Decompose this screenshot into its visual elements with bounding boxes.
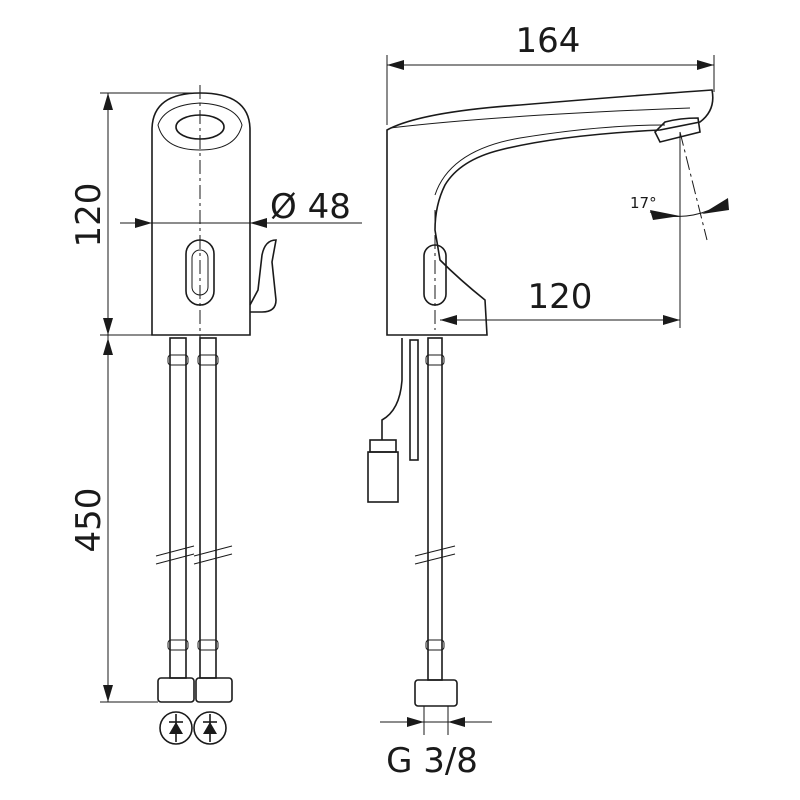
check-valve-icon — [159, 711, 227, 745]
dim-hose-450: 450 — [69, 488, 109, 553]
nut-side — [414, 679, 458, 707]
sensor-cable — [381, 338, 403, 440]
front-view: 120 450 Ø 48 — [69, 85, 362, 745]
spout-outlet — [654, 117, 701, 143]
side-view: 17° 164 120 G 3/8 — [367, 21, 729, 781]
hose-side — [427, 337, 443, 681]
dim-angle-17: 17° — [630, 194, 657, 212]
nut-left — [157, 677, 195, 703]
cable-connector — [367, 451, 399, 503]
dim-diameter-48: Ø 48 — [270, 187, 351, 227]
dim-length-164: 164 — [516, 21, 581, 61]
nut-right — [195, 677, 233, 703]
dim-thread: G 3/8 — [386, 741, 478, 781]
hoses — [155, 337, 233, 703]
dim-reach-120: 120 — [528, 277, 593, 317]
lever-handle — [249, 239, 277, 313]
dim-height-120: 120 — [69, 183, 109, 248]
front-body — [151, 92, 251, 336]
